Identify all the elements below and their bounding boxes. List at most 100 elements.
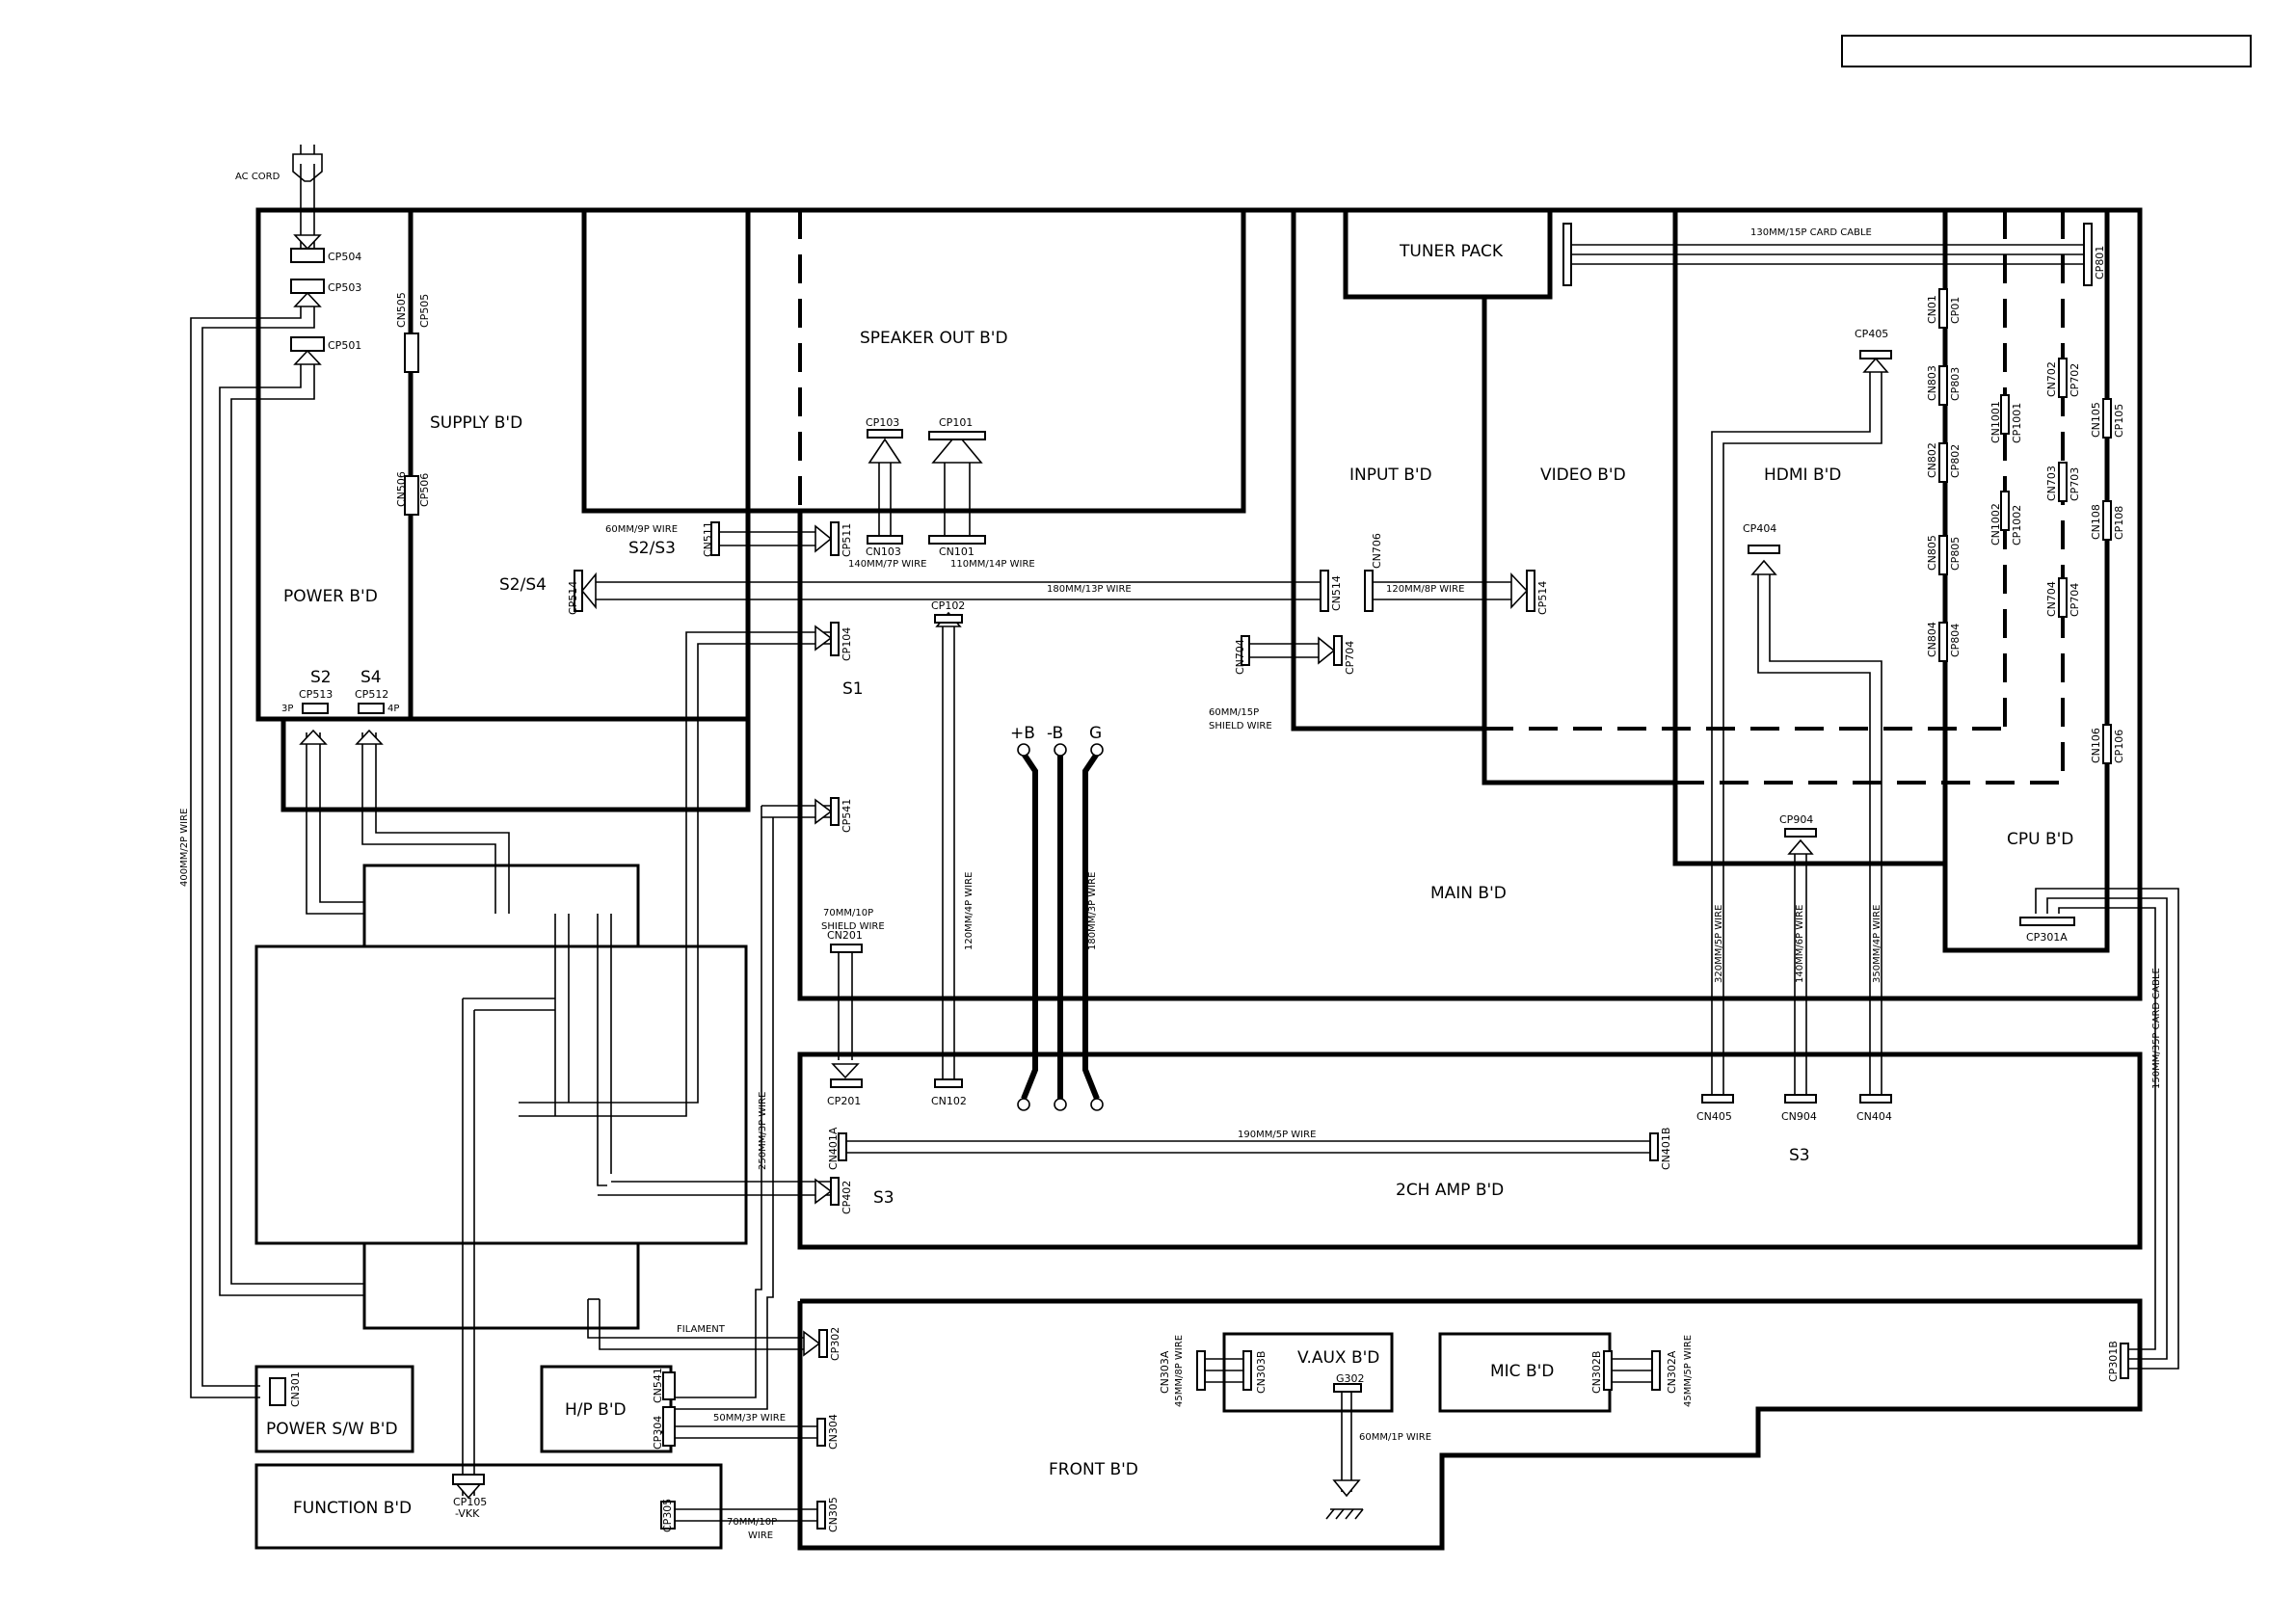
terminal-minus-b-bottom bbox=[1054, 1098, 1067, 1111]
conn-cn201 bbox=[830, 944, 863, 953]
arrow-cp514-left bbox=[580, 572, 597, 610]
signal-vkk: -VKK bbox=[455, 1507, 480, 1520]
transformer-core bbox=[254, 945, 748, 1245]
label-cn102: CN102 bbox=[931, 1095, 967, 1107]
front-board-label: FRONT B'D bbox=[1049, 1460, 1138, 1479]
label-cn704: CN704 bbox=[1234, 639, 1246, 675]
wire-60mm-1p bbox=[1341, 1392, 1352, 1492]
conn-cn405 bbox=[1701, 1094, 1734, 1104]
label-cp704b: CP704 bbox=[2069, 583, 2081, 617]
arrow-cp514-video bbox=[1510, 572, 1529, 610]
wire-label-45mm-5p: 45MM/5P WIRE bbox=[1683, 1335, 1694, 1407]
wire-120mm-4p bbox=[942, 623, 955, 1079]
tuner-pack-box bbox=[1343, 207, 1553, 300]
wire-label-70mm-10p-shield-1: 70MM/10P bbox=[823, 908, 873, 918]
label-cp103: CP103 bbox=[866, 416, 899, 429]
wire-s3-cp402 bbox=[598, 1181, 831, 1196]
label-cn706: CN706 bbox=[1371, 533, 1383, 569]
hdmi-board-label: HDMI B'D bbox=[1764, 466, 1841, 485]
main-board bbox=[411, 207, 2143, 1001]
arrow-cp402 bbox=[814, 1178, 833, 1205]
wire-label-130mm-15p: 130MM/15P CARD CABLE bbox=[1750, 227, 1872, 238]
conn-cn305 bbox=[816, 1501, 826, 1530]
terminal-minus-b-top bbox=[1054, 743, 1067, 757]
label-g302: G302 bbox=[1336, 1372, 1365, 1385]
amp-board bbox=[797, 1051, 2143, 1250]
label-cp505: CP505 bbox=[418, 294, 431, 328]
label-cn514: CN514 bbox=[1330, 575, 1343, 611]
label-cp302: CP302 bbox=[829, 1327, 841, 1361]
speaker-out-board-label: SPEAKER OUT B'D bbox=[860, 329, 1008, 348]
label-cp541: CP541 bbox=[841, 799, 853, 833]
label-cp105: CP105 bbox=[2113, 404, 2125, 438]
conn-tuner-out bbox=[1562, 223, 1572, 286]
conn-cp106 bbox=[2102, 724, 2112, 764]
label-cn302b: CN302B bbox=[1590, 1351, 1603, 1394]
signal-s2-s4: S2/S4 bbox=[499, 575, 547, 595]
function-board-label: FUNCTION B'D bbox=[293, 1499, 412, 1518]
arrow-cp704 bbox=[1318, 636, 1336, 665]
conn-cp301a bbox=[2019, 917, 2075, 926]
conn-cp102 bbox=[934, 614, 963, 624]
hp-board-label: H/P B'D bbox=[565, 1400, 627, 1420]
label-cn302a: CN302A bbox=[1666, 1350, 1678, 1394]
amp-board-label: 2CH AMP B'D bbox=[1396, 1181, 1504, 1200]
wire-label-350mm-4p: 350MM/4P WIRE bbox=[1872, 905, 1882, 983]
speaker-out-board bbox=[581, 210, 1246, 514]
cpu-board bbox=[1942, 210, 2110, 953]
wire-label-180mm-3p: 180MM/3P WIRE bbox=[1087, 872, 1098, 950]
conn-cp514-video bbox=[1526, 570, 1535, 612]
label-cp108: CP108 bbox=[2113, 506, 2125, 540]
labels: AC CORD SUPPLY B'D POWER B'D SPEAKER OUT… bbox=[179, 172, 2162, 1541]
wire-180mm-13p bbox=[596, 581, 1321, 600]
conn-cp305 bbox=[660, 1501, 676, 1530]
label-cp704: CP704 bbox=[1344, 641, 1356, 675]
label-cp703: CP703 bbox=[2069, 467, 2081, 501]
label-cn103: CN103 bbox=[866, 545, 901, 558]
label-cp01: CP01 bbox=[1949, 297, 1962, 324]
label-cp802: CP802 bbox=[1949, 444, 1962, 478]
conn-cn102 bbox=[934, 1078, 963, 1088]
wire-label-120mm-8p: 120MM/8P WIRE bbox=[1386, 584, 1464, 595]
arrow-cp541 bbox=[814, 798, 833, 825]
wire-190mm-5p bbox=[846, 1140, 1650, 1154]
label-cp101: CP101 bbox=[939, 416, 973, 429]
ac-cord-label: AC CORD bbox=[235, 172, 280, 182]
conn-cn101 bbox=[928, 535, 986, 545]
conn-cp704b bbox=[2058, 577, 2068, 618]
conn-cn303b bbox=[1242, 1350, 1252, 1391]
label-cp805: CP805 bbox=[1949, 537, 1962, 571]
label-cn305: CN305 bbox=[827, 1497, 840, 1532]
conn-cp541 bbox=[830, 797, 840, 826]
input-board-label: INPUT B'D bbox=[1349, 466, 1432, 485]
signal-s2: S2 bbox=[310, 668, 332, 687]
label-cn804: CN804 bbox=[1926, 622, 1938, 657]
conn-cp1002 bbox=[2000, 491, 2010, 531]
label-cp801: CP801 bbox=[2094, 246, 2106, 279]
conn-cn401a bbox=[838, 1132, 847, 1161]
conn-cp101 bbox=[928, 431, 986, 440]
conn-cp803 bbox=[1938, 365, 1948, 406]
label-cp201: CP201 bbox=[827, 1095, 861, 1107]
wire-label-150mm-35p: 150MM/35P CARD CABLE bbox=[2151, 968, 2162, 1089]
arrow-cp501 bbox=[293, 349, 322, 365]
conn-cn511 bbox=[710, 521, 720, 556]
label-cn803: CN803 bbox=[1926, 365, 1938, 401]
wire-label-140mm-6p: 140MM/6P WIRE bbox=[1795, 905, 1805, 983]
conn-cn541 bbox=[662, 1371, 676, 1400]
conn-cp404 bbox=[1748, 545, 1780, 554]
label-cp504: CP504 bbox=[328, 251, 361, 263]
wire-140mm-6p bbox=[1794, 848, 1807, 1095]
connector-blocks bbox=[269, 223, 2129, 1530]
conn-cp801 bbox=[2083, 223, 2093, 286]
signal-s1: S1 bbox=[842, 679, 864, 699]
conn-cp504 bbox=[290, 248, 325, 263]
conn-cp704 bbox=[1333, 635, 1343, 666]
conn-cn514 bbox=[1320, 570, 1329, 612]
label-cn303a: CN303A bbox=[1159, 1350, 1171, 1394]
conn-cp501 bbox=[290, 336, 325, 352]
conn-cn302a bbox=[1651, 1350, 1661, 1391]
ground-symbol bbox=[1325, 1508, 1364, 1520]
label-cn541: CN541 bbox=[652, 1368, 664, 1403]
